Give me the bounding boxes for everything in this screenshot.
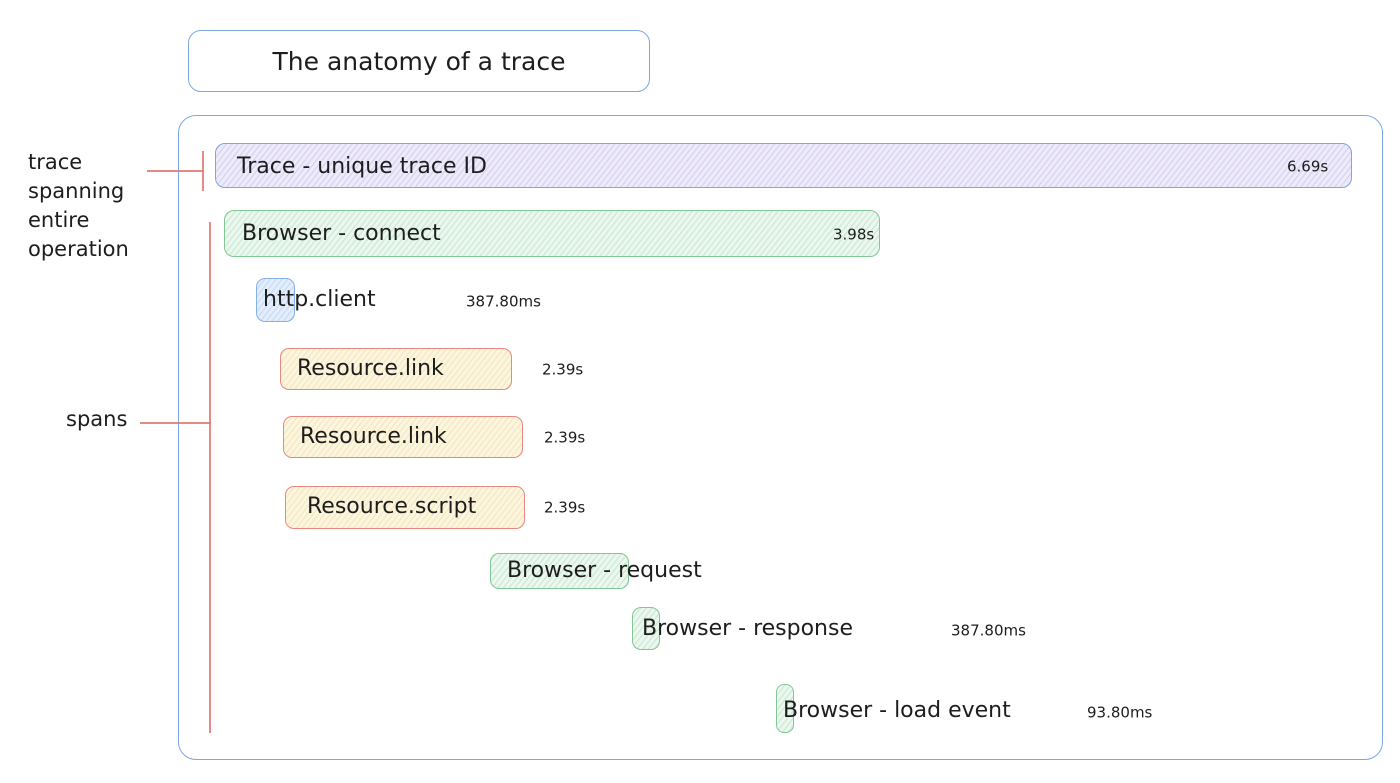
trace-pointer-line [147, 170, 203, 172]
span-label-resource-link-2: Resource.link [300, 424, 447, 449]
trace-annotation-text: trace spanning entire operation [28, 150, 129, 261]
span-label-browser-load-event: Browser - load event [783, 698, 1011, 723]
span-duration-http-client: 387.80ms [466, 292, 541, 311]
span-label-browser-connect: Browser - connect [242, 221, 441, 246]
span-bar-http-client [256, 278, 295, 322]
span-bar-resource-link-1 [280, 348, 512, 390]
span-label-browser-response: Browser - response [642, 616, 853, 641]
span-bar-resource-script [285, 486, 525, 529]
span-duration-resource-link-2: 2.39s [544, 428, 586, 447]
span-bar-browser-request [490, 553, 629, 589]
trace-pointer-tick [202, 151, 204, 191]
diagram-title-box: The anatomy of a trace [188, 30, 650, 92]
spans-pointer-line [140, 422, 211, 424]
span-duration-resource-script: 2.39s [544, 498, 586, 517]
span-label-http-client: http.client [263, 287, 376, 312]
spans-annotation-text: spans [66, 407, 128, 431]
span-bar-browser-connect [224, 210, 880, 257]
span-duration-browser-response: 387.80ms [951, 621, 1026, 640]
diagram-title: The anatomy of a trace [272, 46, 566, 76]
span-bar-browser-load-event [776, 684, 794, 733]
span-duration-browser-load-event: 93.80ms [1087, 703, 1153, 722]
span-label-trace: Trace - unique trace ID [237, 154, 487, 179]
span-bar-resource-link-2 [283, 416, 523, 458]
span-label-browser-request: Browser - request [507, 558, 702, 583]
span-duration-resource-link-1: 2.39s [542, 360, 584, 379]
span-bar-browser-response [632, 607, 660, 650]
span-label-resource-link-1: Resource.link [297, 356, 444, 381]
span-duration-browser-connect: 3.98s [833, 225, 875, 244]
span-bar-trace [215, 143, 1352, 188]
span-duration-trace: 6.69s [1287, 157, 1329, 176]
span-label-resource-script: Resource.script [307, 494, 477, 519]
spans-bracket-line [209, 222, 211, 733]
